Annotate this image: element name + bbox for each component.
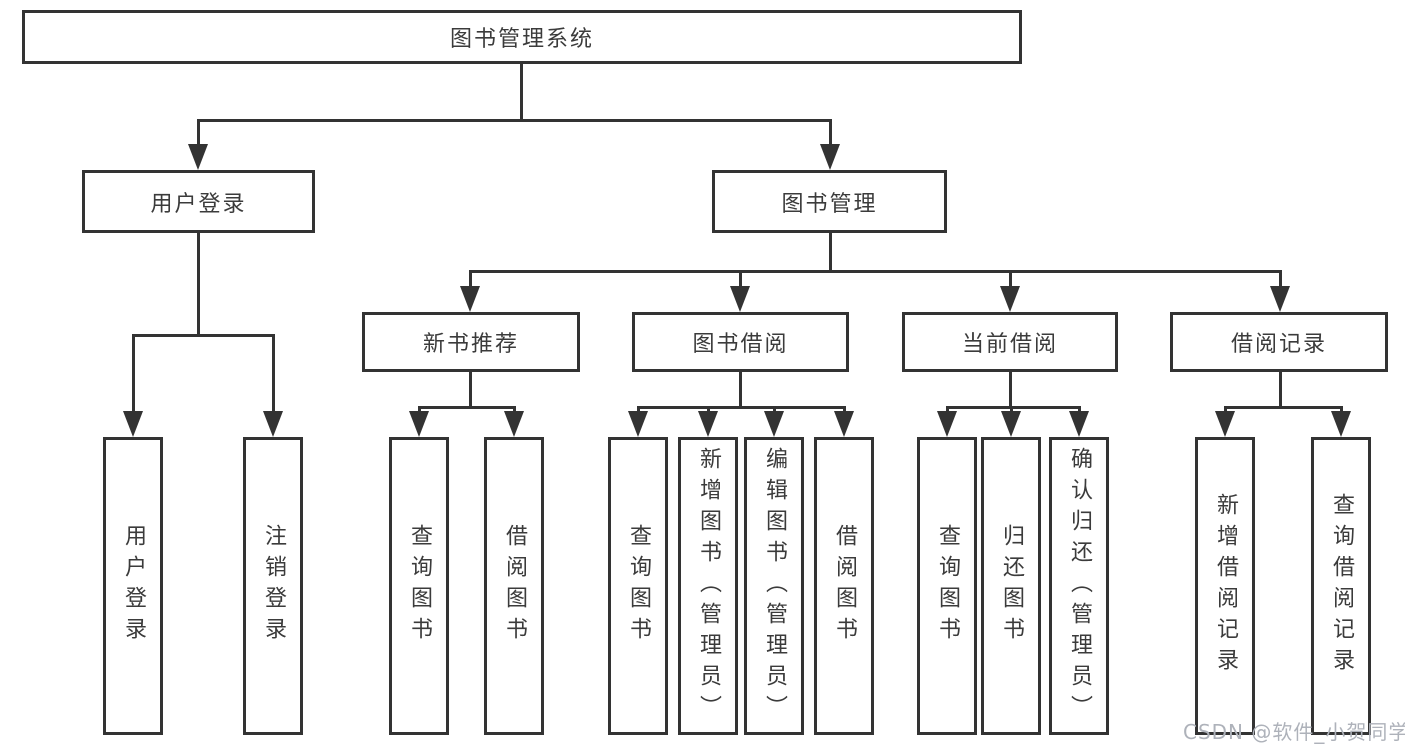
leaf-query-borrow-record: 查询借阅记录 bbox=[1311, 437, 1371, 735]
leaf-query-borrow-record-label: 查询借阅记录 bbox=[1329, 493, 1354, 679]
connector-line bbox=[418, 406, 516, 409]
arrow-down-icon bbox=[764, 411, 784, 437]
arrow-down-icon bbox=[1331, 411, 1351, 437]
leaf-add-books-admin: 新增图书（管理员） bbox=[678, 437, 738, 735]
leaf-edit-books-admin: 编辑图书（管理员） bbox=[744, 437, 804, 735]
arrow-down-icon bbox=[1215, 411, 1235, 437]
leaf-borrow-books-recommend: 借阅图书 bbox=[484, 437, 544, 735]
node-library-system-label: 图书管理系统 bbox=[449, 27, 594, 52]
arrow-down-icon bbox=[1270, 286, 1290, 312]
leaf-borrow-books: 借阅图书 bbox=[814, 437, 874, 735]
leaf-edit-books-admin-label: 编辑图书（管理员） bbox=[762, 446, 787, 726]
leaf-user-login-label: 用户登录 bbox=[121, 524, 146, 648]
arrow-down-icon bbox=[263, 411, 283, 437]
arrow-down-icon bbox=[123, 411, 143, 437]
leaf-query-books-recommend: 查询图书 bbox=[389, 437, 449, 735]
connector-line bbox=[739, 270, 742, 290]
leaf-return-books: 归还图书 bbox=[981, 437, 1041, 735]
leaf-return-books-label: 归还图书 bbox=[999, 524, 1024, 648]
leaf-query-books-borrowing: 查询图书 bbox=[608, 437, 668, 735]
node-library-system: 图书管理系统 bbox=[22, 10, 1022, 64]
arrow-down-icon bbox=[188, 144, 208, 170]
connector-line bbox=[1009, 370, 1012, 409]
connector-line bbox=[829, 231, 832, 273]
connector-line bbox=[829, 119, 832, 151]
connector-line bbox=[197, 119, 832, 122]
node-new-book-recommend: 新书推荐 bbox=[362, 312, 580, 372]
node-book-borrowing-label: 图书借阅 bbox=[692, 332, 789, 357]
leaf-add-books-admin-label: 新增图书（管理员） bbox=[696, 446, 721, 726]
leaf-query-books-current: 查询图书 bbox=[917, 437, 977, 735]
leaf-user-login: 用户登录 bbox=[103, 437, 163, 735]
arrow-down-icon bbox=[628, 411, 648, 437]
leaf-query-books-current-label: 查询图书 bbox=[935, 524, 960, 648]
arrow-down-icon bbox=[698, 411, 718, 437]
leaf-add-borrow-record-label: 新增借阅记录 bbox=[1213, 493, 1238, 679]
connector-line bbox=[197, 231, 200, 337]
connector-line bbox=[469, 270, 1282, 273]
node-user-login: 用户登录 bbox=[82, 170, 315, 233]
arrow-down-icon bbox=[834, 411, 854, 437]
node-book-borrowing: 图书借阅 bbox=[632, 312, 849, 372]
arrow-down-icon bbox=[1069, 411, 1089, 437]
node-book-management-label: 图书管理 bbox=[781, 191, 878, 217]
arrow-down-icon bbox=[460, 286, 480, 312]
node-book-management: 图书管理 bbox=[712, 170, 947, 233]
connector-line bbox=[1009, 270, 1012, 290]
leaf-query-books-borrowing-label: 查询图书 bbox=[626, 524, 651, 648]
leaf-borrow-books-label: 借阅图书 bbox=[832, 524, 857, 648]
connector-line bbox=[946, 406, 1081, 409]
connector-line bbox=[520, 62, 523, 122]
arrow-down-icon bbox=[1000, 286, 1020, 312]
node-current-borrowing: 当前借阅 bbox=[902, 312, 1118, 372]
leaf-add-borrow-record: 新增借阅记录 bbox=[1195, 437, 1255, 735]
connector-line bbox=[469, 370, 472, 409]
node-borrowing-records-label: 借阅记录 bbox=[1230, 332, 1327, 357]
arrow-down-icon bbox=[820, 144, 840, 170]
arrow-down-icon bbox=[1001, 411, 1021, 437]
node-user-login-label: 用户登录 bbox=[150, 191, 247, 217]
connector-line bbox=[1279, 270, 1282, 290]
leaf-borrow-books-recommend-label: 借阅图书 bbox=[502, 524, 527, 648]
arrow-down-icon bbox=[504, 411, 524, 437]
leaf-logout-label: 注销登录 bbox=[261, 524, 286, 648]
arrow-down-icon bbox=[730, 286, 750, 312]
node-new-book-recommend-label: 新书推荐 bbox=[422, 332, 519, 357]
connector-line bbox=[132, 334, 275, 337]
watermark: CSDN @软件_小贺同学 bbox=[1183, 720, 1405, 744]
connector-line bbox=[469, 270, 472, 290]
connector-line bbox=[1224, 406, 1343, 409]
leaf-query-books-recommend-label: 查询图书 bbox=[407, 524, 432, 648]
leaf-confirm-return-admin-label: 确认归还（管理员） bbox=[1067, 446, 1092, 726]
connector-line bbox=[132, 334, 135, 414]
arrow-down-icon bbox=[937, 411, 957, 437]
node-borrowing-records: 借阅记录 bbox=[1170, 312, 1388, 372]
connector-line bbox=[739, 370, 742, 409]
connector-line bbox=[637, 406, 846, 409]
arrow-down-icon bbox=[409, 411, 429, 437]
node-current-borrowing-label: 当前借阅 bbox=[961, 332, 1058, 357]
leaf-logout: 注销登录 bbox=[243, 437, 303, 735]
connector-line bbox=[197, 119, 200, 151]
connector-line bbox=[1279, 370, 1282, 409]
connector-line bbox=[272, 334, 275, 414]
leaf-confirm-return-admin: 确认归还（管理员） bbox=[1049, 437, 1109, 735]
